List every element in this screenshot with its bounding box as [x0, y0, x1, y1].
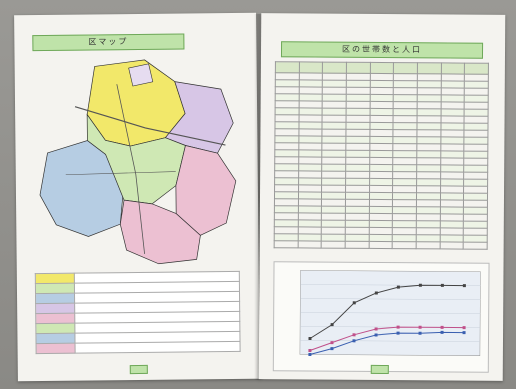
table-cell	[439, 241, 464, 250]
chart-point	[308, 352, 312, 357]
population-chart-svg	[299, 270, 481, 357]
table-cell	[464, 63, 489, 75]
chart-point	[352, 339, 356, 343]
chart-gridline	[300, 298, 481, 300]
legend-description	[75, 341, 241, 354]
legend-swatch	[35, 303, 75, 314]
table-cell	[299, 61, 323, 74]
legend-swatch	[36, 343, 76, 354]
chart-point	[440, 330, 444, 334]
table-cell	[369, 62, 394, 74]
table-cell	[392, 241, 417, 249]
table-cell	[322, 62, 347, 74]
chart-point	[330, 323, 334, 327]
chart-point	[418, 325, 422, 329]
chart-point	[462, 284, 466, 288]
population-title-banner: 区の世帯数と人口	[280, 41, 484, 59]
chart-point	[418, 331, 422, 335]
table-cell	[321, 241, 346, 249]
chart-point	[396, 285, 400, 289]
table-cell	[463, 242, 488, 250]
chart-line-upper	[309, 284, 465, 339]
map-road	[65, 171, 176, 176]
chart-gridline	[300, 312, 481, 314]
map-road	[116, 84, 145, 254]
table-cell	[440, 62, 465, 75]
table-cell	[417, 62, 442, 74]
map-legend-table	[35, 271, 241, 354]
chart-point	[374, 327, 378, 331]
chart-line-lower	[309, 331, 465, 355]
chart-point	[352, 301, 356, 305]
table-cell	[345, 241, 369, 249]
chart-point	[396, 325, 400, 329]
table-cell	[393, 62, 418, 74]
legend-swatch	[35, 273, 75, 284]
district-map	[39, 59, 237, 265]
table-cell	[368, 241, 393, 249]
population-chart	[272, 261, 490, 373]
table-cell	[275, 61, 300, 73]
table-cell	[274, 240, 298, 248]
left-page: 区マップ	[14, 12, 260, 382]
legend-swatch	[35, 283, 75, 294]
legend-swatch	[35, 333, 76, 344]
population-table	[274, 61, 489, 250]
chart-point	[352, 333, 356, 337]
chart-line-middle	[309, 326, 465, 351]
legend-row	[36, 341, 241, 354]
chart-point	[440, 283, 444, 287]
chart-point	[374, 291, 378, 295]
map-road	[74, 106, 226, 146]
legend-swatch	[35, 313, 75, 324]
right-page-footer-mark	[370, 364, 389, 375]
legend-swatch	[35, 293, 75, 304]
map-title-banner: 区マップ	[32, 33, 185, 52]
table-cell	[416, 241, 440, 249]
chart-point	[418, 283, 422, 287]
chart-point	[308, 336, 312, 341]
chart-point	[374, 333, 378, 337]
legend-swatch	[35, 323, 75, 334]
chart-point	[330, 341, 334, 345]
left-page-footer-mark	[129, 364, 148, 375]
right-page: 区の世帯数と人口	[258, 13, 506, 381]
chart-point	[462, 331, 466, 335]
chart-point	[462, 326, 466, 330]
table-cell	[346, 62, 371, 74]
map-region-east	[175, 145, 237, 236]
chart-point	[396, 331, 400, 335]
map-region-top	[128, 63, 154, 87]
chart-point	[440, 325, 444, 329]
chart-gridline	[299, 340, 480, 342]
table-row	[274, 240, 488, 250]
table-cell	[297, 240, 322, 249]
chart-point	[308, 348, 312, 353]
chart-point	[330, 347, 334, 351]
